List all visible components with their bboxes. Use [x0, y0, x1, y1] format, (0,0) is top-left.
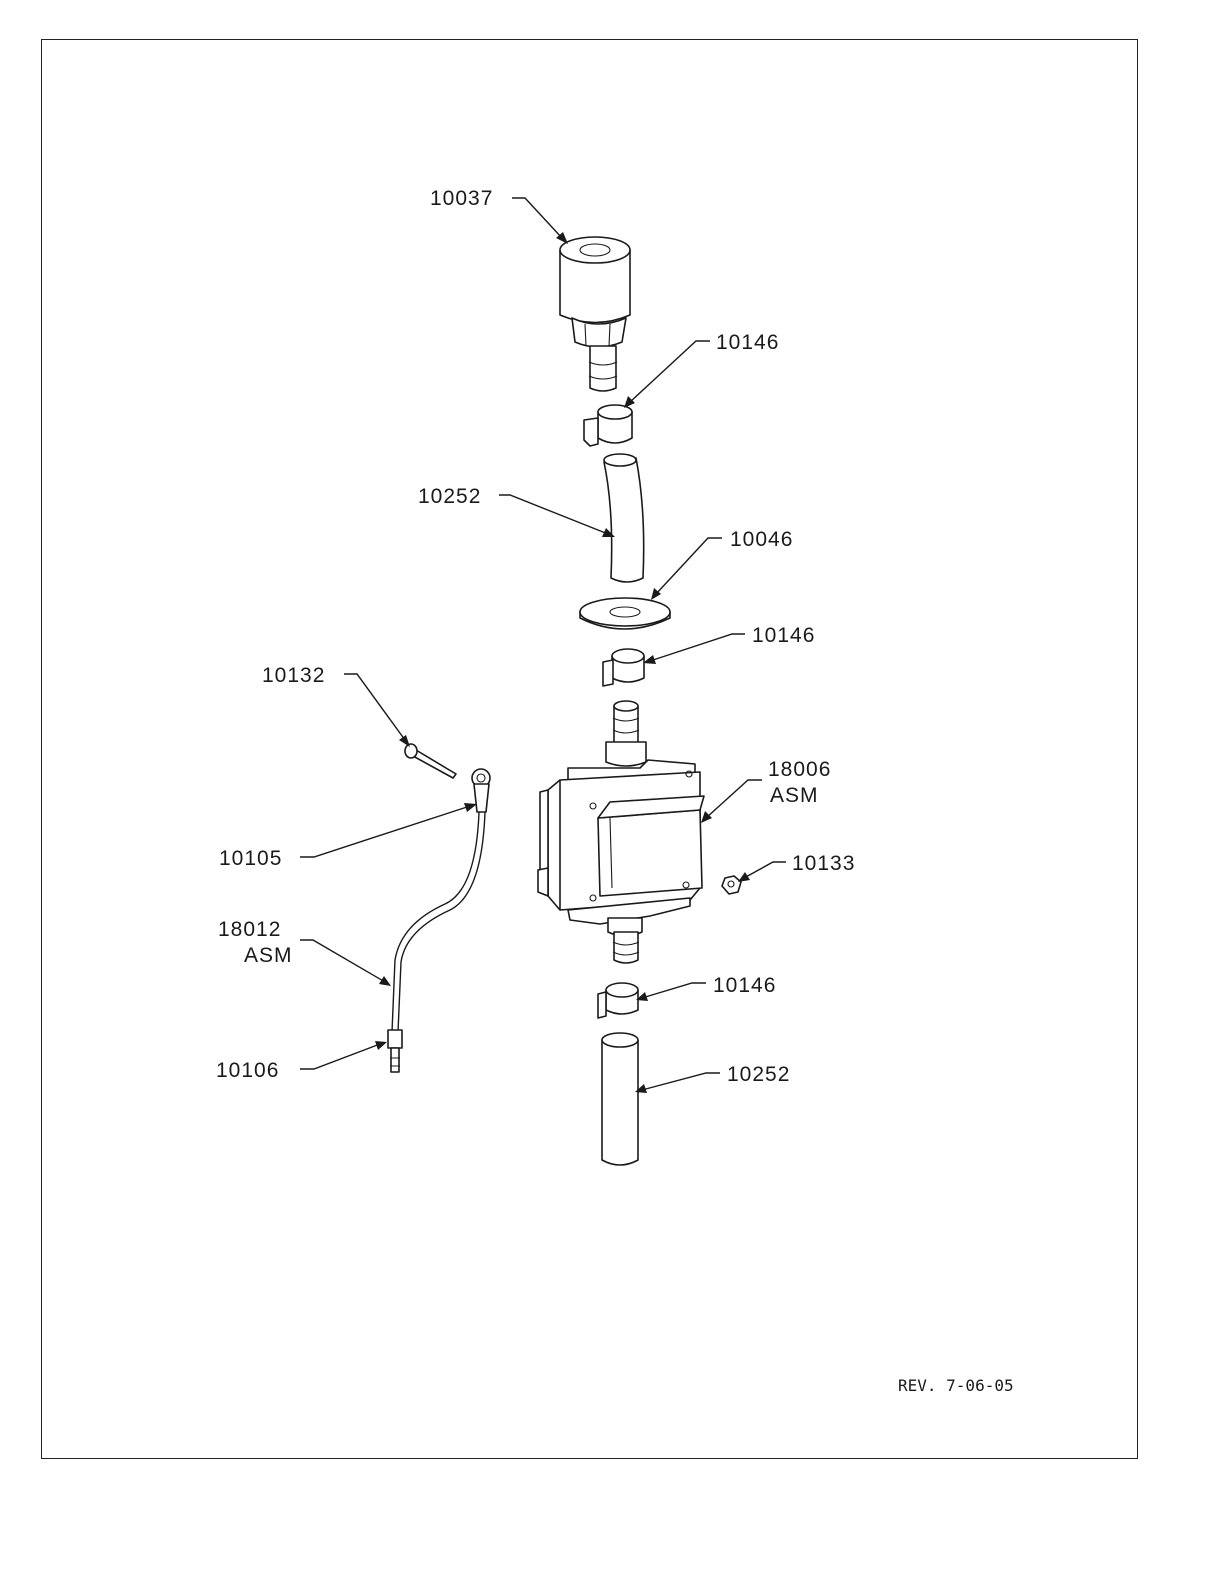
- callout-labels: 10037 10146 10252 10046 10146 10132 1800…: [216, 187, 855, 1086]
- part-10046-washer: [580, 598, 670, 629]
- leader-lines: [300, 198, 786, 1093]
- callout-10252-upper: 10252: [418, 485, 481, 508]
- callout-18012-asm: ASM: [244, 944, 293, 967]
- callout-18012: 18012: [218, 918, 281, 941]
- callout-10252-lower: 10252: [727, 1063, 790, 1086]
- part-10252-hose-lower: [602, 1033, 638, 1165]
- part-10146-clamp-1: [584, 405, 632, 446]
- revision-label: REV. 7-06-05: [898, 1376, 1014, 1395]
- part-10037-fitting: [560, 237, 630, 391]
- callout-18006: 18006: [768, 758, 831, 781]
- part-10133-nut: [722, 876, 741, 894]
- part-18006-pump-assembly: [538, 701, 704, 963]
- callout-18006-asm: ASM: [770, 784, 819, 807]
- callout-10146-lower: 10146: [713, 974, 776, 997]
- part-10146-clamp-3: [598, 983, 638, 1018]
- callout-10132: 10132: [262, 664, 325, 687]
- callout-10046: 10046: [730, 528, 793, 551]
- callout-10146-upper: 10146: [716, 331, 779, 354]
- part-18012-wire-assembly: [388, 769, 490, 1072]
- callout-10146-middle: 10146: [752, 624, 815, 647]
- callout-10037: 10037: [430, 187, 493, 210]
- callout-10106: 10106: [216, 1059, 279, 1082]
- callout-10133: 10133: [792, 852, 855, 875]
- callout-10105: 10105: [219, 847, 282, 870]
- part-10132-screw: [405, 744, 456, 778]
- part-10252-hose-upper: [604, 454, 644, 582]
- part-10146-clamp-2: [603, 649, 644, 686]
